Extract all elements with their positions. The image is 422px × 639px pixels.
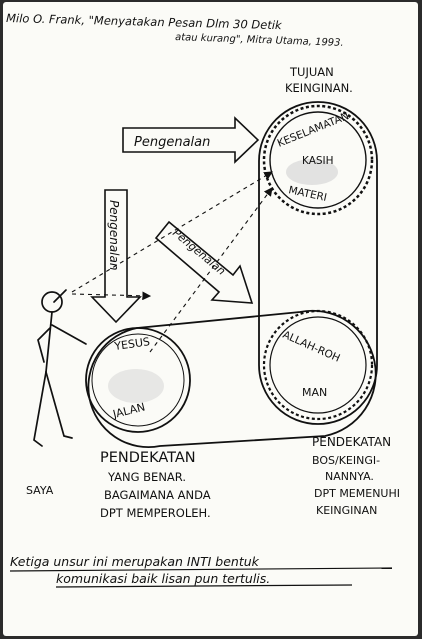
footer-line1: Ketiga unsur ini merupakan INTI bentuk: [10, 554, 260, 569]
right-approach-title: PENDEKATAN: [312, 435, 391, 449]
left-circle-label-jalan: JALAN: [111, 400, 147, 421]
dashed-arrow-person-to-goal: [71, 171, 273, 293]
paper-sheet: [3, 2, 418, 636]
right-circle-label-allah-roh: ALLAH-ROH: [281, 329, 342, 365]
goal-heading-line2: KEINGINAN.: [285, 81, 353, 95]
goal-gear: [262, 104, 374, 216]
goal-heading-line1: TUJUAN: [289, 65, 334, 79]
left-approach-line3: DPT MEMPEROLEH.: [100, 506, 211, 520]
arrow-horizontal: [122, 116, 260, 164]
citation-line2: atau kurang", Mitra Utama, 1993.: [175, 32, 344, 49]
right-circle-label-man: MAN: [302, 386, 327, 399]
right-approach-line3: DPT MEMENUHI: [314, 487, 400, 500]
footer-underline1: [9, 567, 393, 572]
left-circle: [85, 327, 191, 433]
left-approach-title: PENDEKATAN: [100, 450, 196, 466]
arrow-diagonal: [154, 220, 254, 304]
stick-figure-person: [33, 289, 87, 447]
dashed-arrow-person-to-circle: [71, 291, 152, 301]
arrow-vertical-label: Pengenalan: [107, 200, 121, 270]
right-belt-loop: [258, 101, 378, 425]
left-circle-label-yesus: YESUS: [113, 335, 151, 353]
footer-underline2: [55, 584, 353, 588]
person-label: SAYA: [26, 484, 54, 497]
citation-line1: Milo O. Frank, "Menyatakan Pesan Dlm 30 …: [6, 11, 283, 32]
footer-line2: komunikasi baik lisan pun tertulis.: [56, 571, 270, 586]
arrow-horizontal-label: Pengenalan: [134, 135, 210, 150]
right-approach-line4: KEINGINAN: [316, 504, 377, 517]
dashed-arrow-left-to-goal: [149, 187, 273, 353]
left-approach-line2: BAGAIMANA ANDA: [104, 488, 211, 502]
arrow-vertical: [90, 189, 142, 324]
left-approach-line1: YANG BENAR.: [107, 470, 186, 484]
right-approach-line1: BOS/KEINGI-: [312, 454, 380, 467]
gear-label-kasih: KASIH: [302, 155, 334, 167]
right-circle: [262, 309, 374, 421]
left-belt-loop: [87, 309, 377, 449]
right-approach-line2: NANNYA.: [325, 470, 374, 483]
